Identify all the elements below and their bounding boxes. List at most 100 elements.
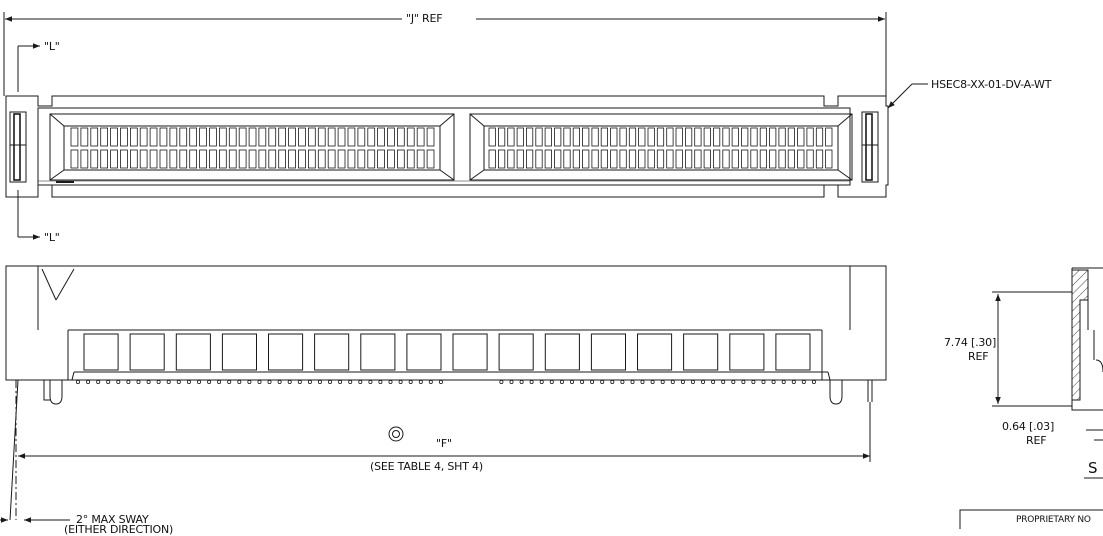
part-number-leader — [887, 83, 928, 109]
contact-pin — [199, 149, 207, 169]
contact-pin — [278, 127, 287, 147]
front-view-housing — [5, 265, 887, 381]
contact-pin — [139, 127, 148, 147]
j-ref-label: "J" REF — [406, 12, 443, 25]
front-contact-tab — [544, 333, 580, 371]
solder-tail — [408, 379, 413, 384]
solder-tail — [801, 379, 806, 384]
contact-pin — [610, 149, 618, 169]
solder-tail — [811, 379, 816, 384]
contact-pin — [759, 149, 768, 169]
contact-pin — [120, 149, 128, 169]
solder-tail — [76, 379, 81, 384]
solder-tail — [257, 379, 262, 384]
contact-pin — [731, 127, 739, 147]
contact-pin — [806, 127, 814, 147]
contact-pin — [248, 149, 257, 169]
contact-pin — [367, 149, 376, 169]
contact-pin — [694, 149, 702, 169]
contact-pin — [535, 149, 543, 169]
thickness-dimension-ref: REF — [1026, 434, 1047, 447]
contact-pin — [787, 127, 796, 147]
solder-tail — [721, 379, 726, 384]
contact-pin — [288, 127, 296, 147]
solder-tail — [348, 379, 353, 384]
contact-pin — [628, 149, 637, 169]
solder-tail — [640, 379, 645, 384]
front-contact-tab — [175, 333, 211, 371]
proprietary-label: PROPRIETARY NO — [1016, 515, 1091, 525]
contact-pin — [396, 127, 405, 147]
solder-tail — [378, 379, 383, 384]
contact-pin — [218, 149, 227, 169]
solder-tail — [791, 379, 796, 384]
solder-tail — [277, 379, 282, 384]
front-contact-tab — [590, 333, 627, 371]
contact-pin — [741, 127, 749, 147]
solder-tail — [438, 379, 443, 384]
solder-tail — [166, 379, 171, 384]
thickness-dimension-value: 0.64 [.03] — [1002, 420, 1054, 433]
contact-pin — [238, 149, 247, 169]
contact-pin — [507, 127, 515, 147]
solder-tail — [590, 379, 595, 384]
solder-tail — [680, 379, 685, 384]
part-number-label: HSEC8-XX-01-DV-A-WT — [931, 78, 1052, 91]
solder-tail — [156, 379, 161, 384]
contact-pin — [694, 127, 702, 147]
solder-tail — [327, 379, 332, 384]
see-table-label: (SEE TABLE 4, SHT 4) — [370, 460, 483, 473]
contact-pin — [759, 127, 768, 147]
contact-pin — [787, 149, 796, 169]
solder-tail — [660, 379, 665, 384]
contact-pin — [572, 149, 581, 169]
section-l-marker — [17, 43, 40, 240]
solder-tail — [126, 379, 131, 384]
contact-pin — [377, 149, 385, 169]
contact-pin — [278, 149, 287, 169]
solder-tail — [620, 379, 625, 384]
contact-pin — [647, 127, 655, 147]
contact-pin — [554, 127, 562, 147]
contact-pin — [149, 127, 158, 147]
contact-pin — [685, 149, 693, 169]
contact-pin — [70, 127, 79, 147]
front-contact-tab — [729, 333, 765, 371]
solder-tail — [771, 379, 776, 384]
contact-pin — [327, 149, 336, 169]
height-mm: 7.74 — [944, 336, 968, 349]
contact-pin — [139, 149, 148, 169]
front-contact-tab — [314, 333, 350, 371]
contact-pin — [497, 127, 506, 147]
l-bottom-label: "L" — [44, 231, 60, 244]
solder-tail — [741, 379, 746, 384]
solder-tail — [307, 379, 312, 384]
contact-pin — [70, 149, 79, 169]
contact-pin — [825, 127, 833, 147]
contact-pin — [497, 149, 506, 169]
contact-pin — [675, 127, 683, 147]
contact-pin — [307, 149, 316, 169]
sway-dimension — [0, 379, 70, 523]
solder-tail — [267, 379, 272, 384]
contact-block-left — [49, 113, 455, 181]
contact-pin — [638, 149, 646, 169]
solder-tail — [186, 379, 191, 384]
solder-tail — [670, 379, 675, 384]
contact-pin — [248, 127, 257, 147]
contact-pin — [169, 127, 178, 147]
contact-pin — [610, 127, 618, 147]
solder-tail — [529, 379, 534, 384]
solder-tail — [207, 379, 212, 384]
contact-pin — [769, 127, 777, 147]
contact-pin — [179, 149, 188, 169]
contact-pin — [426, 127, 435, 147]
solder-tail — [368, 379, 373, 384]
front-contact-tab — [129, 333, 165, 371]
contact-pin — [619, 149, 627, 169]
solder-tail — [358, 379, 363, 384]
contact-pin — [619, 127, 627, 147]
solder-tail — [106, 379, 111, 384]
contact-pin — [268, 149, 277, 169]
contact-pin — [526, 127, 534, 147]
